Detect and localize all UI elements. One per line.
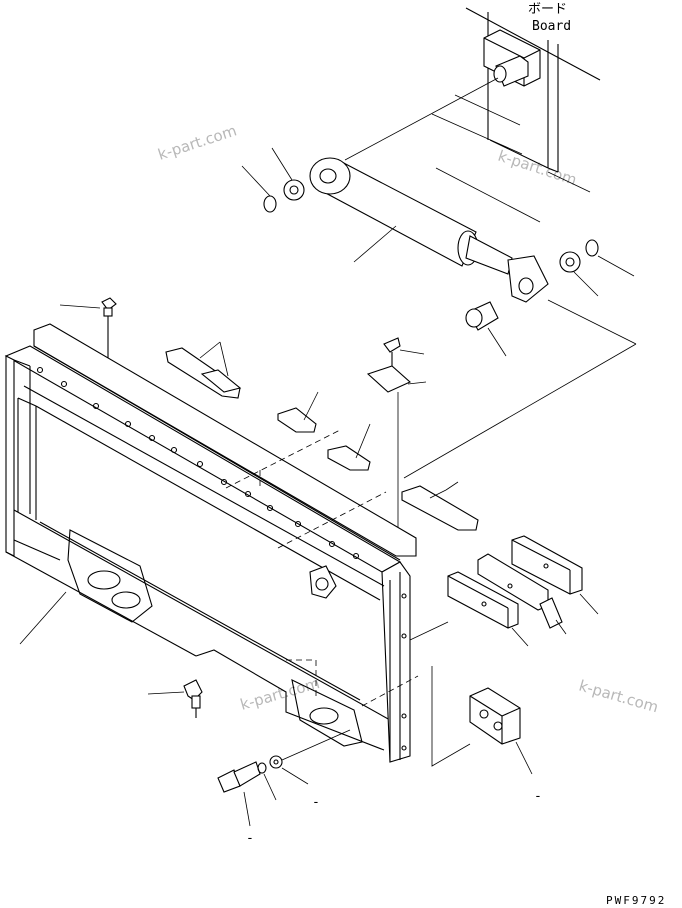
- board-label-japanese: ボード: [528, 2, 567, 17]
- hydraulic-cylinder: [309, 157, 549, 303]
- pin: [465, 301, 507, 357]
- watermark: k-part.com: [238, 674, 321, 714]
- grease-fitting: [59, 297, 117, 364]
- grease-fitting-elbow: [147, 679, 203, 718]
- washer: [271, 147, 305, 201]
- board-label-english: Board: [532, 19, 571, 34]
- callout-mark: -: [246, 831, 254, 846]
- board-bracket: [465, 7, 601, 173]
- callout-mark: -: [312, 795, 320, 810]
- watermark: k-part.com: [156, 121, 239, 163]
- stopper-block: [469, 687, 533, 775]
- bolt: [383, 337, 425, 368]
- callout-mark: -: [534, 789, 542, 804]
- shim: [477, 553, 567, 635]
- wear-strip: [277, 391, 319, 433]
- bolt-assembly: [217, 729, 351, 827]
- slide-pad: [511, 535, 599, 615]
- carriage-frame: [4, 323, 417, 763]
- wear-strip: [327, 423, 371, 471]
- washer: [559, 251, 599, 297]
- slide-pad: [447, 571, 529, 647]
- shim-plate: [366, 365, 427, 393]
- watermark: k-part.com: [496, 147, 579, 189]
- wear-strip: [165, 341, 242, 399]
- wear-strip: [401, 481, 479, 531]
- drawing-code: PWF9792: [606, 894, 666, 907]
- snap-ring: [241, 165, 277, 213]
- snap-ring: [585, 239, 635, 277]
- watermark: k-part.com: [577, 677, 660, 717]
